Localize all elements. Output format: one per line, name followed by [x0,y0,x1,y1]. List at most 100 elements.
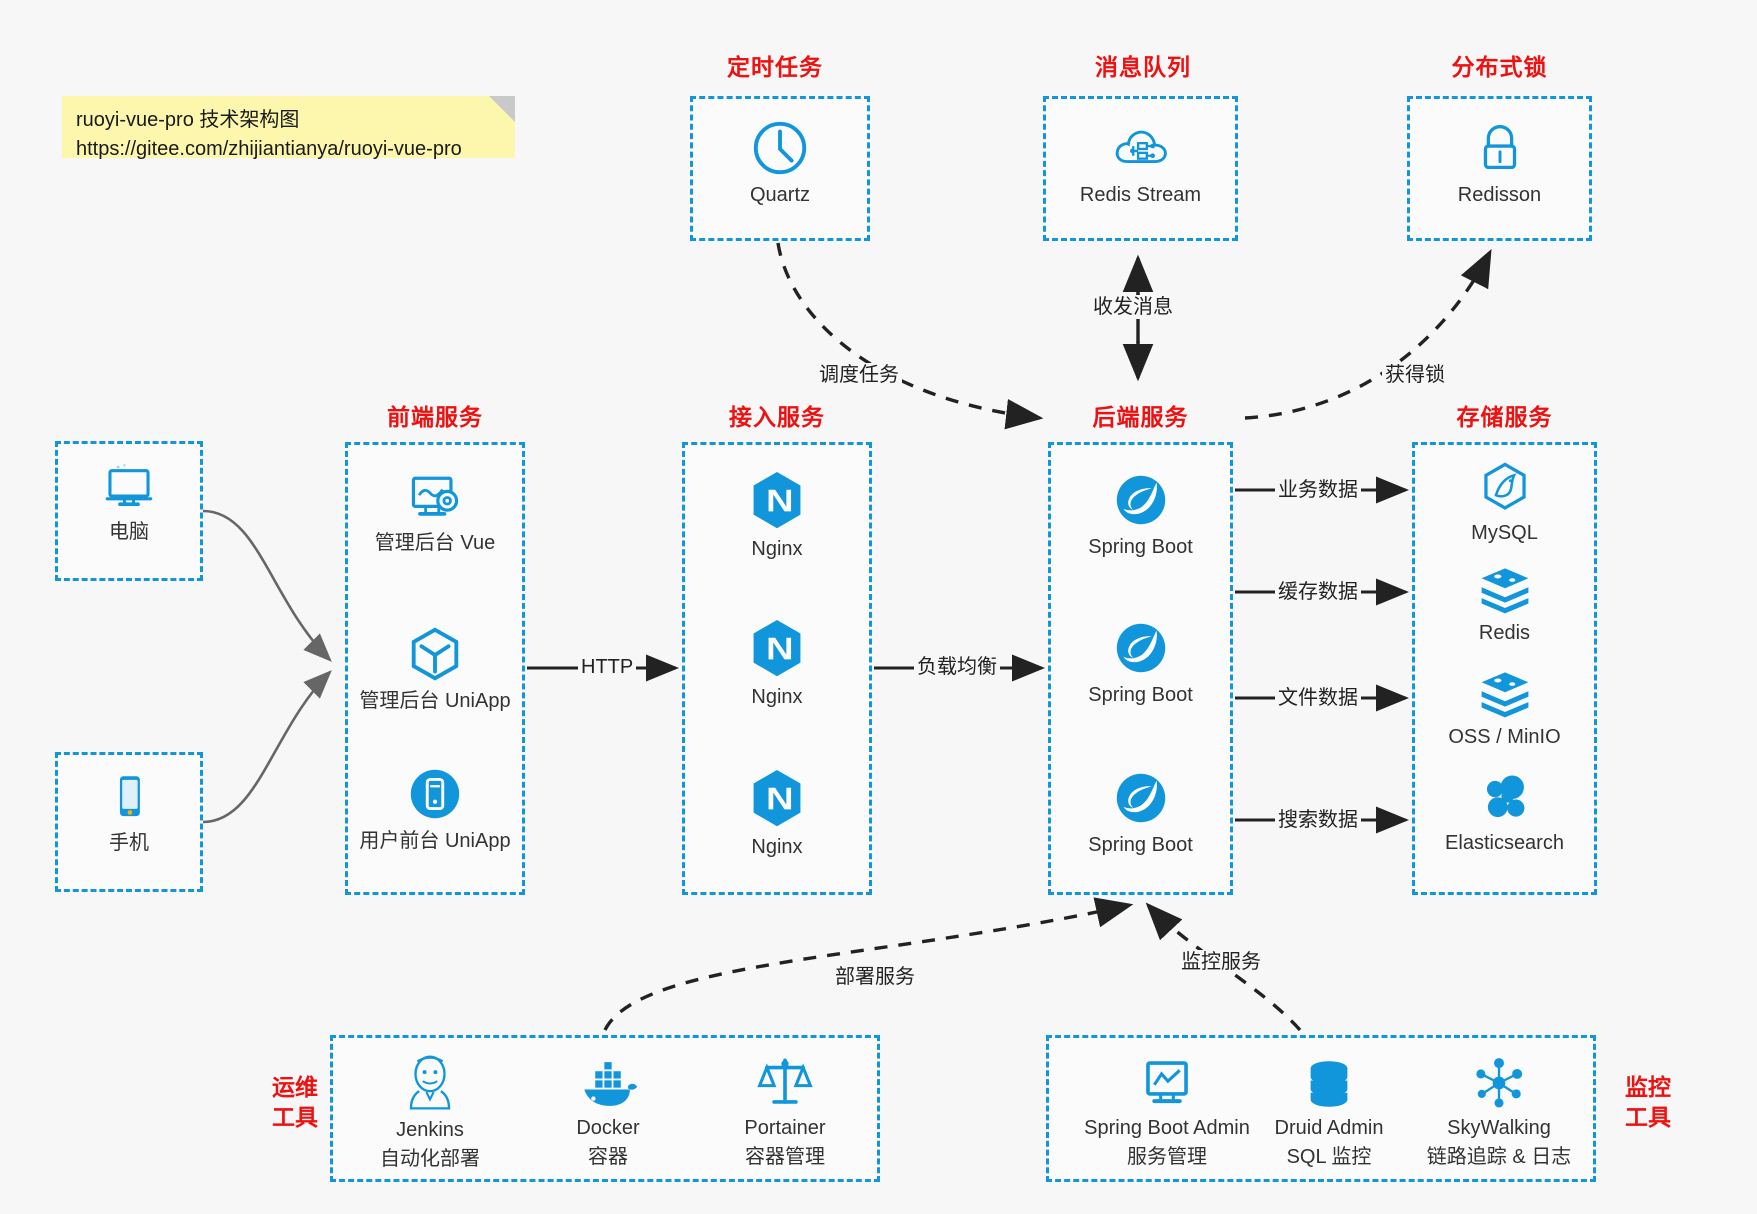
group-box-storage: MySQL Redis OSS / MinIO [1412,442,1597,895]
node-label: 电脑 [109,521,149,543]
node-label: SkyWalking [1447,1117,1551,1139]
node-nginx-3[interactable]: Nginx [685,767,869,860]
edge-label-monitor-service: 监控服务 [1178,950,1264,974]
devops-title-line2: 工具 [272,1104,318,1130]
hexagon-cube-icon [411,627,459,681]
group-title-storage: 存储服务 [1456,404,1553,430]
group-box-monitor: Spring Boot Admin 服务管理 Druid Admin SQL 监… [1046,1035,1596,1182]
node-label: Portainer [744,1117,826,1139]
node-sublabel: SQL 监控 [1286,1146,1372,1168]
node-springboot-2[interactable]: Spring Boot [1051,617,1230,708]
edge-label-search-data: 搜索数据 [1275,808,1361,832]
node-druid-admin[interactable]: Druid Admin SQL 监控 [1239,1056,1419,1170]
edge-label-schedule-task: 调度任务 [816,363,902,387]
group-box-scheduler: Quartz [690,96,870,241]
monitor-title-line1: 监控 [1625,1074,1671,1100]
edge-label-http: HTTP [578,655,637,679]
node-redis-stream[interactable]: Redis Stream [1046,117,1235,208]
node-mysql[interactable]: MySQL [1415,459,1594,546]
edge-label-load-balance: 负载均衡 [914,655,1000,679]
node-label: Druid Admin [1274,1117,1384,1139]
devops-title-line1: 运维 [272,1074,318,1100]
node-admin-vue[interactable]: 管理后台 Vue [348,467,522,556]
node-label: Elasticsearch [1445,832,1564,854]
note-title: ruoyi-vue-pro 技术架构图 [76,109,300,131]
diagram-note: ruoyi-vue-pro 技术架构图 https://gitee.com/zh… [62,96,515,160]
node-label: OSS / MinIO [1448,726,1561,748]
scales-icon [757,1058,813,1104]
group-box-lock: Redisson [1407,96,1592,241]
group-box-client-desktop: 电脑 [55,441,203,581]
node-label: Redisson [1457,184,1542,206]
node-mobile[interactable]: 手机 [58,769,200,856]
node-oss-minio[interactable]: OSS / MinIO [1415,667,1594,750]
node-sublabel: 链路追踪 & 日志 [1426,1146,1572,1168]
edge-label-acquire-lock: 获得锁 [1382,363,1448,387]
dashboard-gear-icon [411,476,459,516]
skywalking-node-icon [1476,1058,1523,1108]
node-label: 管理后台 Vue [374,532,496,554]
node-label: Redis [1478,622,1531,644]
node-sublabel: 容器 [588,1146,628,1168]
node-label: Nginx [751,538,803,560]
group-box-backend: Spring Boot Spring Boot Spring Boot [1048,442,1233,895]
group-title-monitor: 监控 工具 [1608,1072,1688,1132]
node-jenkins[interactable]: Jenkins 自动化部署 [355,1052,505,1172]
lock-icon [1483,125,1516,170]
mobile-circle-icon [410,769,460,819]
clock-icon [753,121,807,175]
node-nginx-1[interactable]: Nginx [685,469,869,562]
edge-label-deploy-service: 部署服务 [832,965,918,989]
nginx-icon [753,769,801,827]
database-cylinder-icon [1310,1061,1348,1107]
node-sublabel: 容器管理 [745,1146,825,1168]
spring-leaf-icon [1116,475,1165,525]
node-admin-uniapp[interactable]: 管理后台 UniApp [348,623,522,714]
group-box-mq: Redis Stream [1043,96,1238,241]
redis-stack-icon [1481,568,1528,614]
group-title-frontend: 前端服务 [387,404,483,430]
jenkins-butler-icon [409,1055,451,1110]
node-elasticsearch[interactable]: Elasticsearch [1415,771,1594,856]
monitor-title-line2: 工具 [1625,1104,1671,1130]
elasticsearch-icon [1486,775,1524,818]
group-box-gateway: Nginx Nginx Nginx [682,442,872,895]
spring-leaf-icon [1116,773,1165,823]
node-redisson[interactable]: Redisson [1410,117,1589,208]
note-url: https://gitee.com/zhijiantianya/ruoyi-vu… [76,138,462,160]
node-quartz[interactable]: Quartz [693,117,867,208]
node-label: Redis Stream [1079,184,1202,206]
desktop-monitor-icon [105,464,153,507]
node-portainer[interactable]: Portainer 容器管理 [705,1052,865,1170]
spring-leaf-icon [1116,623,1165,673]
node-label: Nginx [751,836,803,858]
node-docker[interactable]: Docker 容器 [533,1056,683,1170]
node-label: Spring Boot [1088,536,1193,558]
node-spring-boot-admin[interactable]: Spring Boot Admin 服务管理 [1057,1054,1277,1170]
node-desktop[interactable]: 电脑 [58,458,200,545]
edge-label-cache-data: 缓存数据 [1275,580,1361,604]
group-title-gateway: 接入服务 [729,404,825,430]
node-label: 手机 [109,832,149,854]
node-user-uniapp[interactable]: 用户前台 UniApp [348,763,522,854]
nginx-icon [753,619,801,677]
node-label: Spring Boot [1088,684,1193,706]
node-sublabel: 自动化部署 [380,1148,480,1170]
node-label: Jenkins [396,1119,464,1141]
node-label: Quartz [749,184,811,206]
node-nginx-2[interactable]: Nginx [685,617,869,710]
node-label: 管理后台 UniApp [359,690,511,712]
node-label: MySQL [1471,522,1538,544]
group-box-devops: Jenkins 自动化部署 Docker 容器 [330,1035,880,1182]
group-box-client-mobile: 手机 [55,752,203,892]
node-springboot-1[interactable]: Spring Boot [1051,469,1230,560]
node-skywalking[interactable]: SkyWalking 链路追踪 & 日志 [1399,1054,1599,1170]
mysql-dolphin-icon [1483,462,1526,510]
group-box-frontend: 管理后台 Vue 管理后台 UniApp 用户前台 UniApp [345,442,525,895]
node-springboot-3[interactable]: Spring Boot [1051,767,1230,858]
node-redis[interactable]: Redis [1415,563,1594,646]
node-sublabel: 服务管理 [1127,1146,1207,1168]
edge-label-send-receive-message: 收发消息 [1090,295,1176,319]
nginx-icon [753,471,801,529]
cloud-network-icon [1115,130,1167,164]
